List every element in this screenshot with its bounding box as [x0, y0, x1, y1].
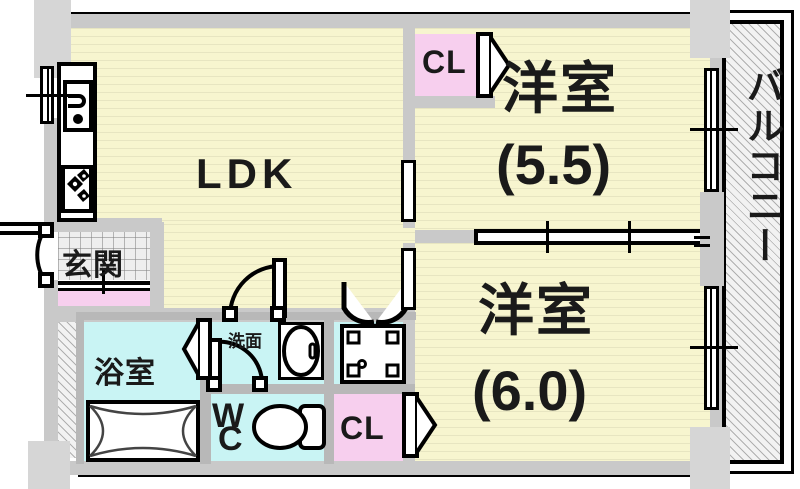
- room-bedroom-55-floor: [415, 28, 710, 235]
- room-partition-mullion-1: [546, 221, 549, 253]
- room-ldk-floor: [62, 28, 415, 224]
- shoe-cabinet: [58, 288, 150, 306]
- wall-exterior-bottom-line: [78, 475, 718, 477]
- balcony-window-top-centerline: [690, 128, 738, 131]
- washer-doors[interactable]: [336, 280, 414, 326]
- wc-door[interactable]: [206, 338, 272, 394]
- wall-exterior-left-upper: [44, 118, 58, 230]
- ldk-to-hall-door[interactable]: [222, 258, 294, 322]
- closet-bottom-floor: [333, 392, 413, 464]
- wall-closet-top-bottom: [415, 96, 495, 108]
- wash-basin-bowl-icon: [282, 325, 320, 377]
- ldk-room-slider-bottom[interactable]: [401, 248, 416, 310]
- kitchen-window-centerline: [26, 94, 70, 97]
- wall-bath-left: [76, 318, 84, 464]
- label-bedroom-60-area: (6.0): [472, 359, 588, 422]
- label-genkan: 玄関: [62, 249, 124, 282]
- closet-bottom-door[interactable]: [402, 392, 440, 460]
- wall-washer-closet: [333, 384, 415, 394]
- wall-exterior-top: [58, 14, 718, 28]
- wall-bath-right: [200, 318, 211, 464]
- balcony-floor: [722, 20, 784, 464]
- room-bedroom-60-floor: [415, 243, 710, 461]
- bathtub: [86, 400, 200, 462]
- wall-exterior-left: [44, 280, 58, 475]
- washing-machine-pan: [340, 324, 406, 384]
- label-wc-w: W: [212, 397, 245, 435]
- wall-wc-right: [324, 318, 334, 464]
- entrance-door[interactable]: [0, 222, 64, 292]
- wall-exterior-top-line: [58, 12, 718, 14]
- stove-burners-icon: [67, 169, 90, 202]
- label-balcony: バルコニー: [740, 66, 782, 266]
- toilet: [252, 404, 326, 450]
- wall-exterior-bottom: [48, 461, 718, 475]
- label-bath: 浴室: [94, 357, 156, 390]
- pillar-top-right: [690, 0, 730, 58]
- room-partition-mullion-2: [628, 221, 631, 253]
- balcony-divider: [700, 192, 724, 286]
- closet-top-floor: [415, 34, 487, 96]
- pillar-bottom-left: [28, 441, 70, 489]
- balcony-window-bottom-centerline: [690, 346, 738, 349]
- genkan-center-mark: [102, 268, 105, 294]
- label-bedroom-60-name: 洋室: [478, 279, 594, 342]
- label-ldk: LDK: [196, 150, 298, 197]
- label-closet-top: CL: [422, 44, 467, 80]
- wall-genkan-right: [150, 222, 164, 312]
- closet-top-door[interactable]: [476, 32, 514, 100]
- balcony-outer-frame: [712, 10, 794, 474]
- ldk-room-slider-top[interactable]: [401, 160, 416, 222]
- gas-stove: [61, 165, 93, 213]
- room-ldk-floor-lower: [150, 224, 415, 322]
- pillar-bottom-right: [690, 427, 730, 489]
- label-bedroom-55-name: 洋室: [502, 57, 618, 120]
- wall-wet-top: [76, 312, 416, 320]
- room-partition[interactable]: [474, 229, 710, 245]
- pipe-shaft: [58, 322, 76, 458]
- label-wc-c: C: [218, 420, 243, 458]
- label-bedroom-55-area: (5.5): [496, 133, 612, 196]
- kitchen-faucet-icon: [68, 94, 86, 124]
- label-washbasin: 洗面: [228, 332, 262, 351]
- label-closet-bottom: CL: [340, 410, 385, 446]
- balcony-divider-mark2: [694, 244, 710, 247]
- balcony-divider-mark: [694, 236, 710, 239]
